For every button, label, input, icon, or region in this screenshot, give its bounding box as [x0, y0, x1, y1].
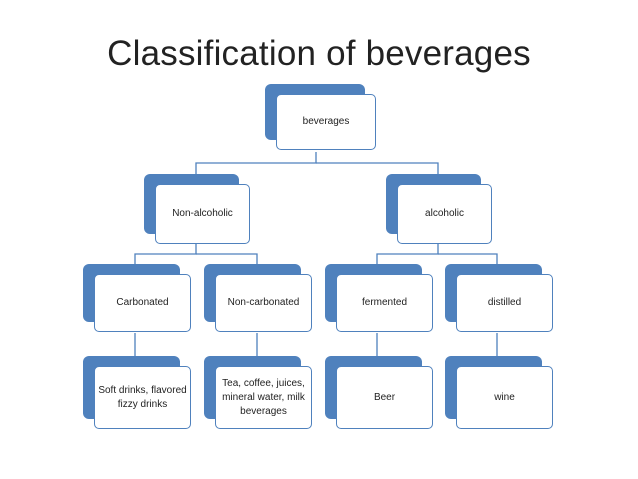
connector-alcoholic-distilled	[438, 253, 498, 264]
node-carbonated-label: Carbonated	[116, 297, 169, 308]
node-non-alcoholic-label: Non-alcoholic	[172, 208, 233, 219]
node-distilled-label: distilled	[487, 297, 522, 308]
node-beverages-label: beverages	[302, 116, 350, 127]
connector-nonalcoholic-carbonated	[134, 243, 197, 264]
node-soft-drinks-label: Soft drinks, flavored fizzy drinks	[98, 384, 187, 410]
node-alcoholic-label: alcoholic	[425, 208, 464, 219]
node-tea-coffee-label: Tea, coffee, juices, mineral water, milk…	[222, 377, 305, 417]
node-wine-label: wine	[494, 391, 515, 403]
connector-root-nonalcoholic	[195, 152, 317, 174]
connector-root-alcoholic	[316, 162, 439, 174]
node-beer-label: Beer	[373, 391, 396, 403]
node-non-carbonated-label: Non-carbonated	[227, 297, 300, 308]
node-fermented-label: fermented	[361, 297, 408, 308]
page-title: Classification of beverages	[107, 34, 531, 73]
connector-alcoholic-fermented	[376, 243, 439, 264]
connector-nonalcoholic-noncarbonated	[196, 253, 258, 264]
